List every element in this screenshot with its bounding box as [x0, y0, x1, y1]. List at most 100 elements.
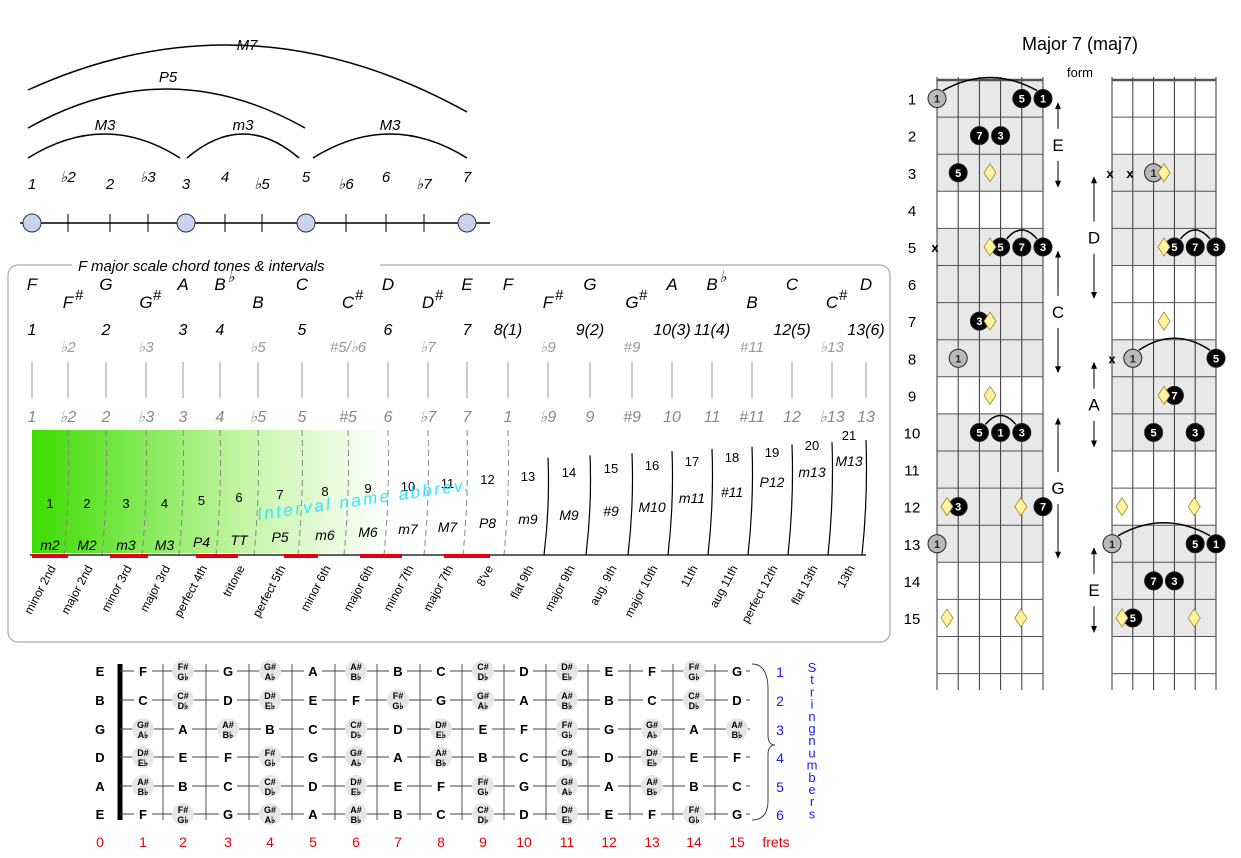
degree-label: 3	[182, 176, 191, 193]
string-caption-letter: g	[808, 721, 815, 736]
interval-abbrev: P5	[271, 529, 288, 545]
note-flat: E♭	[265, 701, 275, 711]
note-sharp: F#	[393, 691, 404, 701]
note-cell	[683, 660, 705, 682]
scale-note: D	[860, 275, 872, 294]
interval-name: perfect 5th	[250, 563, 289, 620]
note-name: E	[479, 722, 488, 737]
note-cell	[134, 806, 152, 822]
chart-fret-label: 4	[908, 203, 916, 220]
note-cell	[261, 721, 279, 737]
note-cell	[515, 806, 533, 822]
left-chord-dot	[927, 534, 947, 554]
extended-degree: #5	[339, 409, 357, 426]
note-cell	[600, 806, 618, 822]
right-chord-dot	[1185, 237, 1205, 257]
scale-note: F	[63, 293, 75, 312]
interval-divider	[141, 429, 147, 556]
extended-degree: 9	[586, 409, 595, 426]
fret-number: 10	[516, 834, 532, 850]
scale-degree: 3	[179, 322, 188, 339]
fret-number: 11	[560, 834, 575, 850]
left-chord-dot	[1033, 89, 1053, 109]
note-name: E	[690, 750, 699, 765]
interval-divider	[343, 429, 349, 556]
scale-degree: 5	[298, 322, 307, 339]
interval-name: perfect 4th	[171, 563, 210, 620]
extended-degree: 2	[101, 409, 111, 426]
scale-note: B	[214, 275, 225, 294]
interval-name: minor 6th	[298, 563, 334, 614]
note-name: A	[178, 722, 188, 737]
degree-label: ♭2	[60, 169, 76, 186]
extended-degree: 10	[663, 409, 681, 426]
chord-dot-degree: 5	[1192, 539, 1198, 551]
interval-name: major 9th	[542, 563, 578, 614]
scale-note: F	[543, 293, 555, 312]
scale-note: G	[139, 293, 152, 312]
note-cell	[132, 775, 154, 797]
chord-dot-degree: 3	[1019, 427, 1025, 439]
interval-abbrev: M6	[358, 524, 378, 540]
note-cell	[219, 663, 237, 679]
left-chord-dot	[969, 126, 989, 146]
arc-label-p5: P5	[159, 69, 178, 86]
note-cell	[174, 721, 192, 737]
note-name: B	[178, 779, 187, 794]
altered-degree: #11	[740, 339, 764, 356]
altered-degree: ♭9	[540, 339, 556, 356]
note-name: F	[648, 664, 656, 679]
note-name: G	[732, 664, 742, 679]
interval-name: 11th	[678, 563, 701, 589]
left-chord-dot	[1012, 89, 1032, 109]
note-cell	[259, 746, 281, 768]
note-sharp: F#	[689, 805, 700, 815]
note-cell	[726, 718, 748, 740]
note-name: A	[689, 722, 699, 737]
scale-degree: 6	[384, 322, 393, 339]
interval-divider	[178, 429, 184, 556]
fret-marker-diamond	[983, 237, 997, 257]
chord-dot-degree: 5	[1213, 353, 1219, 365]
chart-fret-label: 15	[904, 611, 921, 628]
form-letter: A	[1088, 396, 1100, 415]
note-cell	[728, 692, 746, 708]
fret-number: 13	[644, 834, 660, 850]
note-cell	[728, 778, 746, 794]
scale-note: F	[503, 275, 515, 294]
chart-fret-label: 9	[908, 388, 916, 405]
note-flat: D♭	[478, 672, 489, 682]
interval-abbrev: #9	[603, 503, 619, 519]
chord-dot-degree: 1	[955, 353, 961, 365]
right-chord-dot	[1123, 348, 1143, 368]
note-flat: B♭	[351, 815, 362, 825]
string-number: 1	[776, 664, 784, 680]
interval-name: minor 2nd	[21, 563, 58, 617]
note-cell	[219, 778, 237, 794]
interval-abbrev: P8	[479, 515, 496, 531]
note-cell	[132, 746, 154, 768]
chart-fret-label: 8	[908, 351, 916, 368]
note-cell	[259, 689, 281, 711]
note-sharp: F#	[478, 777, 489, 787]
arrow-head-down	[1055, 551, 1061, 559]
degree-label: 5	[302, 169, 311, 186]
interval-abbrev: M3	[155, 537, 175, 553]
note-cell	[600, 778, 618, 794]
note-sharp: D#	[561, 662, 573, 672]
chart-fret-label: 12	[904, 500, 921, 517]
note-cell	[472, 689, 494, 711]
note-cell	[472, 775, 494, 797]
note-flat: G♭	[177, 672, 188, 682]
interval-divider	[667, 450, 674, 556]
note-name: D	[519, 664, 528, 679]
fret-marker-diamond	[1157, 237, 1171, 257]
note-name: C	[138, 693, 148, 708]
scale-note: E	[461, 275, 473, 294]
note-name: D	[519, 807, 528, 822]
note-name: D	[393, 722, 402, 737]
scale-degree: 4	[216, 322, 225, 339]
note-name: G	[308, 750, 318, 765]
string-caption-letter: u	[808, 745, 815, 760]
